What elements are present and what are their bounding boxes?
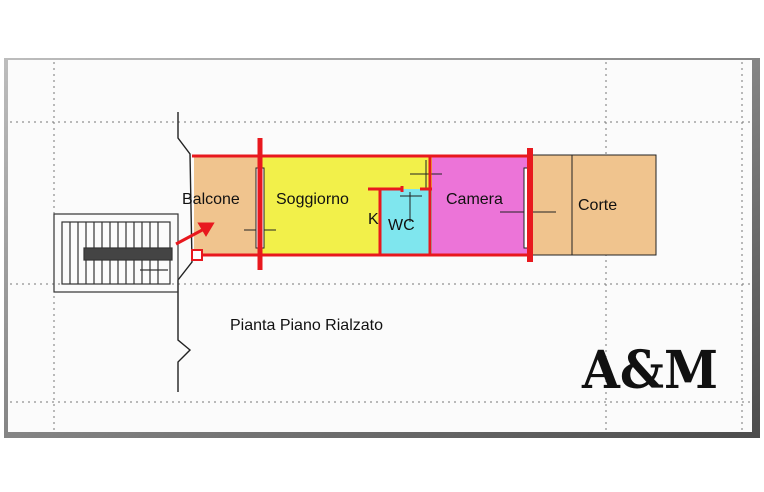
plan-title: Pianta Piano Rialzato <box>230 317 383 334</box>
grid-lines <box>10 62 750 430</box>
label-camera: Camera <box>446 191 503 208</box>
company-logo: A&M <box>581 340 718 401</box>
room-camera <box>432 157 528 255</box>
room-balcone <box>194 157 260 255</box>
staircase <box>53 213 179 293</box>
room-kitchen <box>380 157 432 189</box>
label-wc: WC <box>388 217 415 234</box>
rooms <box>194 155 656 255</box>
room-corte-left <box>530 155 572 255</box>
label-balcone: Balcone <box>182 191 240 208</box>
room-corte <box>572 155 656 255</box>
label-corte: Corte <box>578 197 617 214</box>
label-soggiorno: Soggiorno <box>276 191 349 208</box>
walls <box>191 138 533 270</box>
room-wc <box>380 189 432 255</box>
label-kitchen: K <box>368 211 379 228</box>
room-soggiorno <box>260 157 380 255</box>
entrance-arrow <box>175 222 215 246</box>
